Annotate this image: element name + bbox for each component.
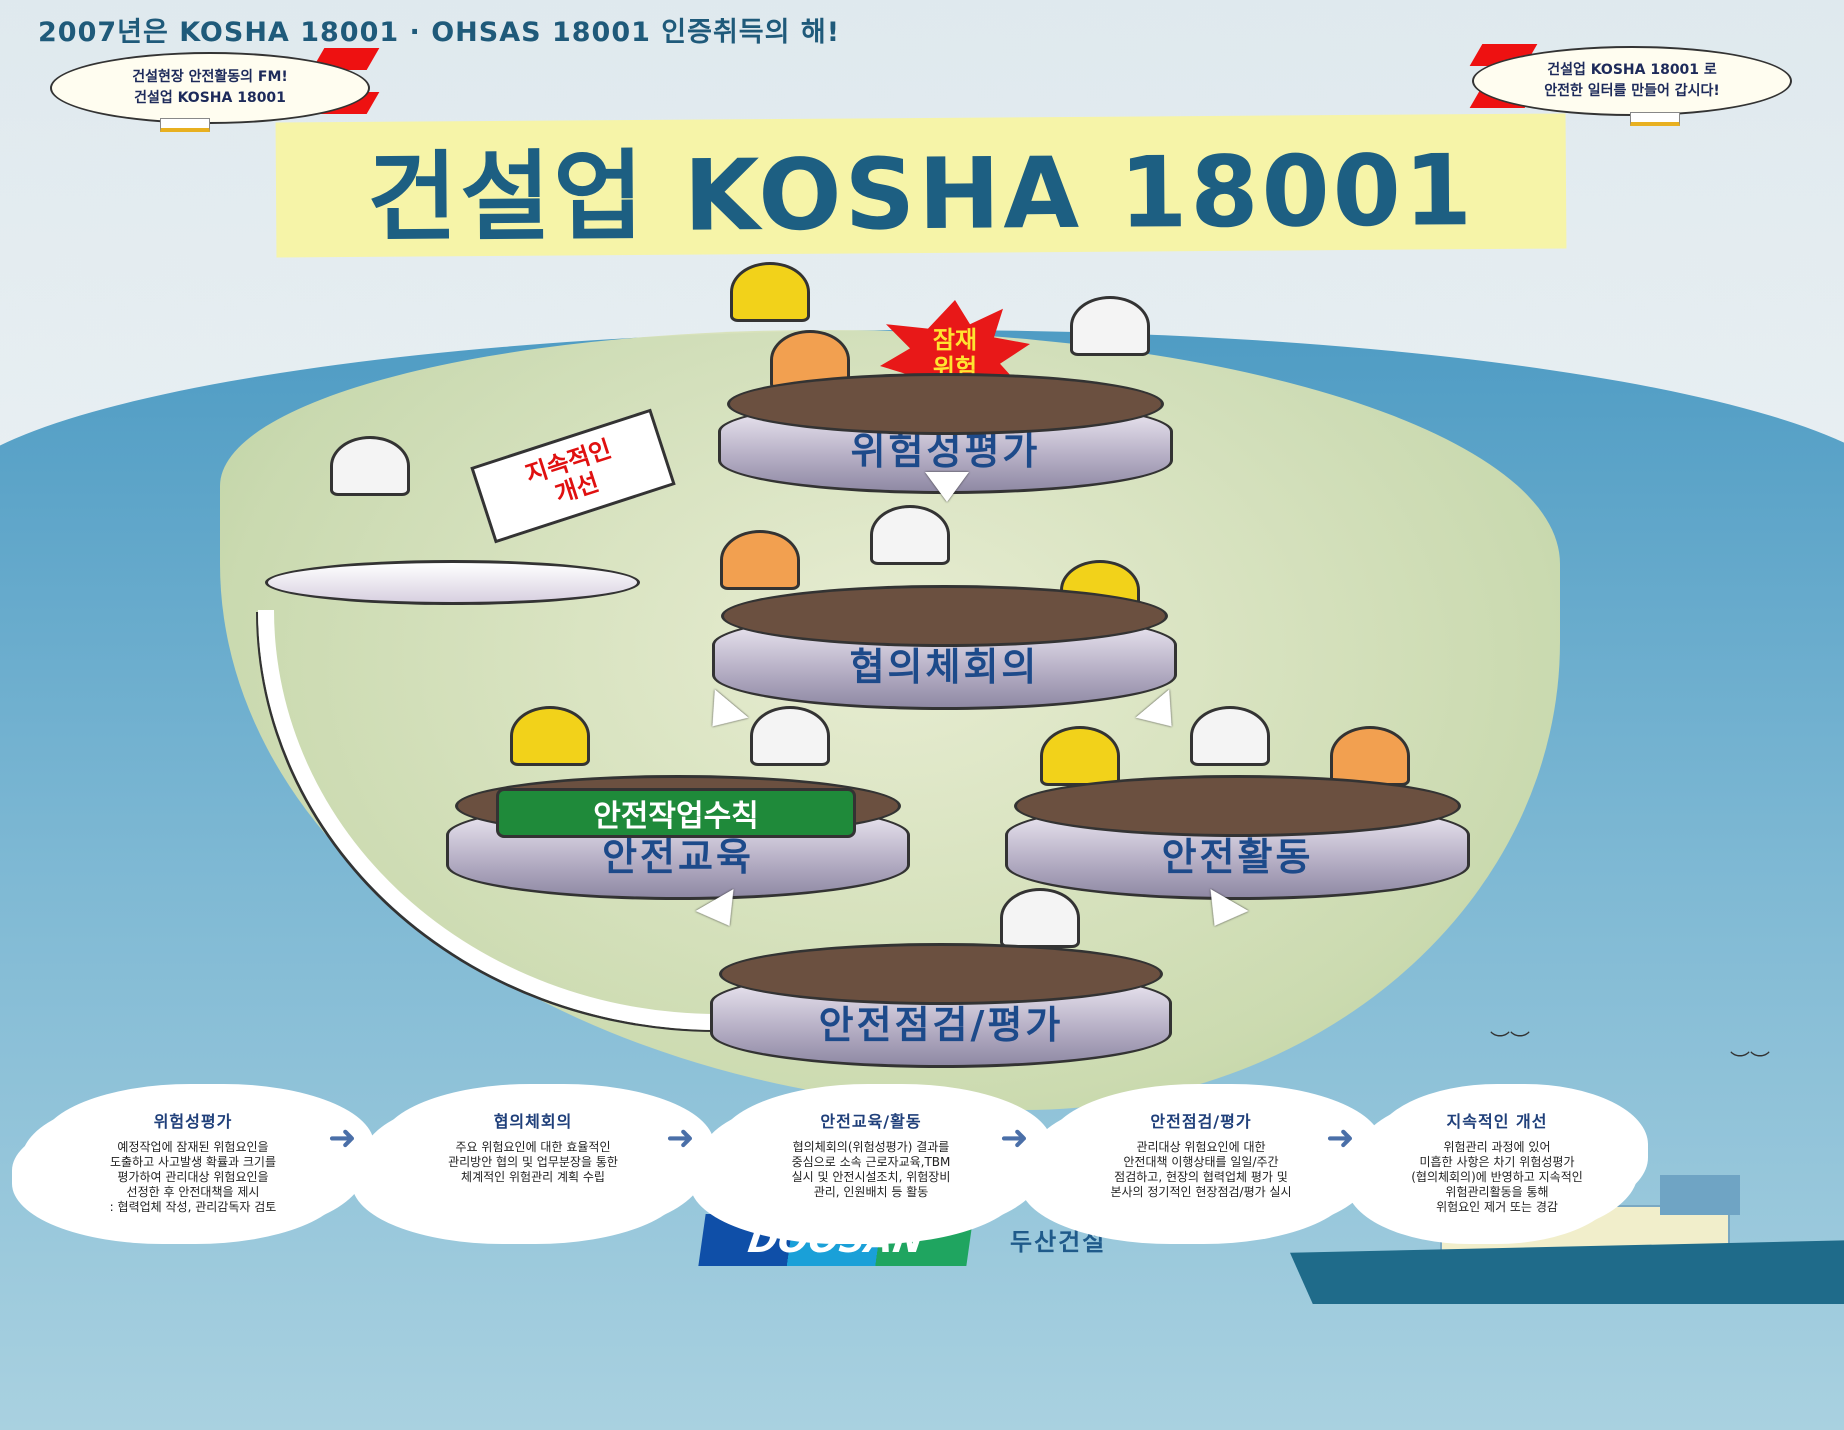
step-card-council: 협의체회의 주요 위험요인에 대한 효율적인 관리방안 협의 및 업무분장을 통…	[368, 1100, 698, 1230]
step-description: 예정작업에 잠재된 위험요인을 도출하고 사고발생 확률과 크기를 평가하여 관…	[109, 1140, 277, 1214]
step-card-education: 안전교육/활동 협의체회의(위험성평가) 결과를 중심으로 소속 근로자교육,T…	[706, 1100, 1036, 1230]
main-banner: 건설업 KOSHA 18001	[275, 113, 1567, 258]
left-blimp: 건설현장 안전활동의 FM! 건설업 KOSHA 18001	[50, 52, 370, 124]
worker-helmet	[1040, 726, 1120, 786]
step-title: 협의체회의	[493, 1112, 573, 1131]
flow-arrow	[925, 472, 969, 502]
step-description: 관리대상 위험요인에 대한 안전대책 이행상태를 일일/주간 점검하고, 현장의…	[1110, 1140, 1292, 1199]
worker-helmet	[750, 706, 830, 766]
step-card-improvement: 지속적인 개선 위험관리 과정에 있어 미흡한 사항은 차기 위험성평가 (협의…	[1362, 1100, 1632, 1230]
poster-headline: 2007년은 KOSHA 18001 · OHSAS 18001 인증취득의 해…	[38, 17, 841, 48]
safety-rules-sign: 안전작업수칙	[496, 788, 856, 838]
worker-helmet	[1330, 726, 1410, 786]
blimp-text: 건설업 KOSHA 18001 로	[1547, 62, 1717, 78]
arrow-right-icon: ➜	[1326, 1118, 1355, 1158]
step-description: 위험관리 과정에 있어 미흡한 사항은 차기 위험성평가 (협의체회의)에 반영…	[1411, 1140, 1583, 1214]
blimp-text: 안전한 일터를 만들어 갑시다!	[1544, 83, 1720, 99]
worker-helmet	[1000, 888, 1080, 948]
right-blimp: 건설업 KOSHA 18001 로 안전한 일터를 만들어 갑시다!	[1472, 46, 1792, 116]
stage-council-meeting: 협의체회의	[712, 585, 1177, 710]
ship-funnel	[1660, 1175, 1740, 1215]
arrow-right-icon: ➜	[1000, 1118, 1029, 1158]
arrow-right-icon: ➜	[328, 1118, 357, 1158]
worker-helmet	[720, 530, 800, 590]
arrow-right-icon: ➜	[666, 1118, 695, 1158]
stage-safety-inspection: 안전점검/평가	[710, 943, 1172, 1068]
blimp-gondola	[1630, 112, 1680, 126]
step-title: 안전점검/평가	[1150, 1112, 1252, 1131]
step-description: 협의체회의(위험성평가) 결과를 중심으로 소속 근로자교육,TBM 실시 및 …	[791, 1140, 951, 1199]
step-card-inspection: 안전점검/평가 관리대상 위험요인에 대한 안전대책 이행상태를 일일/주간 점…	[1036, 1100, 1366, 1230]
seagull-icon: ︶︶	[1490, 1029, 1530, 1053]
worker-helmet	[870, 505, 950, 565]
company-name: 두산건설	[1010, 1228, 1107, 1256]
step-card-risk-assessment: 위험성평가 예정작업에 잠재된 위험요인을 도출하고 사고발생 확률과 크기를 …	[28, 1100, 358, 1230]
blimp-gondola	[160, 118, 210, 132]
stage-safety-activity: 안전활동	[1005, 775, 1470, 900]
step-description: 주요 위험요인에 대한 효율적인 관리방안 협의 및 업무분장을 통한 체계적인…	[448, 1140, 618, 1184]
worker-helmet	[1190, 706, 1270, 766]
plane-illustration	[265, 560, 640, 605]
worker-helmet	[1070, 296, 1150, 356]
step-title: 안전교육/활동	[820, 1112, 922, 1131]
worker-helmet	[330, 436, 410, 496]
worker-helmet	[730, 262, 810, 322]
sign-label: 지속적인 개선	[522, 435, 615, 509]
blimp-text: 건설업 KOSHA 18001	[134, 90, 286, 106]
step-title: 지속적인 개선	[1446, 1112, 1548, 1131]
seagull-icon: ︶︶	[1730, 1049, 1770, 1073]
blimp-text: 건설현장 안전활동의 FM!	[132, 69, 288, 85]
step-title: 위험성평가	[153, 1112, 233, 1131]
